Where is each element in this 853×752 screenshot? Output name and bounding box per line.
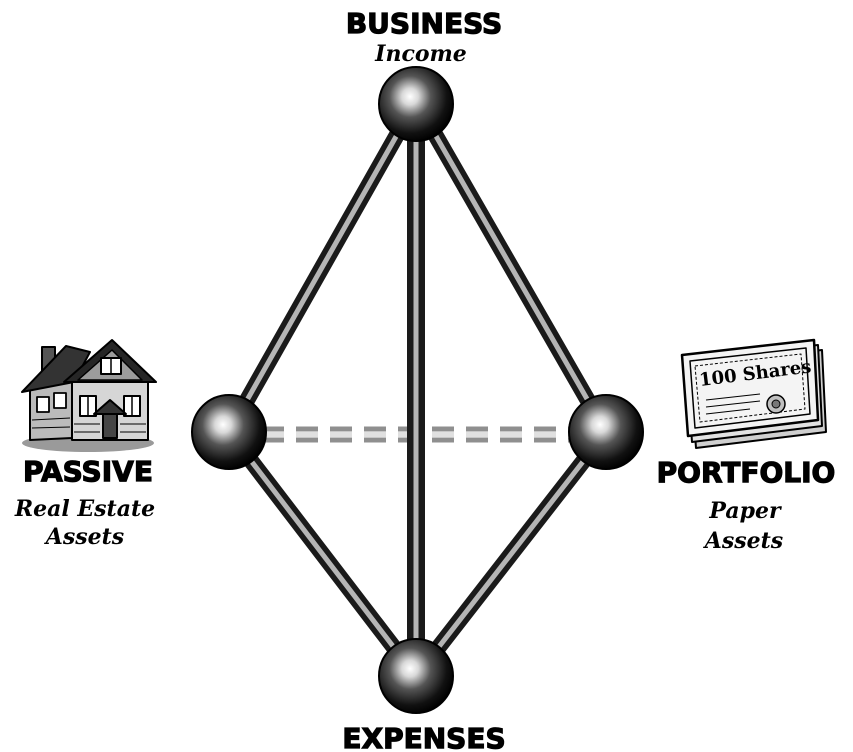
expenses-title: EXPENSES <box>342 722 505 752</box>
passive-subtitle-line1: Real Estate <box>14 496 155 522</box>
expenses-node-sphere <box>378 638 454 714</box>
rod-passive-expenses <box>221 424 423 683</box>
rod-business-passive <box>221 95 423 440</box>
portfolio-title: PORTFOLIO <box>657 456 836 489</box>
business-node-sphere <box>378 66 454 142</box>
rod-business-portfolio <box>409 95 614 440</box>
portfolio-subtitle-line1: Paper <box>708 498 782 524</box>
portfolio-node-sphere <box>568 394 644 470</box>
passive-node-sphere <box>191 394 267 470</box>
business-title: BUSINESS <box>346 7 502 40</box>
house-icon <box>21 339 157 452</box>
stock-certificates-icon: 100 Shares <box>680 338 827 449</box>
passive-title: PASSIVE <box>23 455 153 488</box>
passive-subtitle-line2: Assets <box>44 524 124 550</box>
portfolio-subtitle-line2: Assets <box>703 528 783 554</box>
business-subtitle: Income <box>374 41 467 67</box>
rod-portfolio-expenses <box>409 424 614 683</box>
